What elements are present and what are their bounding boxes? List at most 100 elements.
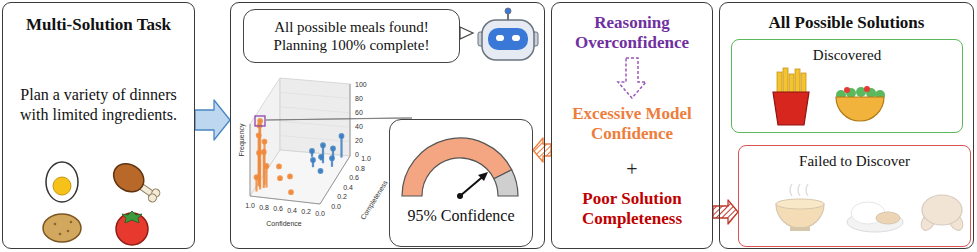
blue-bars-part	[331, 147, 335, 151]
orange-bars-part	[265, 166, 267, 188]
orange-bars-part	[288, 175, 292, 179]
node-text: Failed to Discover	[745, 152, 964, 170]
confidence-gauge-part	[460, 177, 483, 197]
robot-icon-part	[488, 28, 528, 50]
tick-label: 80	[354, 95, 364, 102]
node-text: All Possible Solutions	[726, 13, 967, 33]
taco-icon-part	[864, 86, 870, 92]
axis-label: Confidence	[265, 220, 302, 227]
tick-label: 1.0	[244, 202, 256, 209]
scatter-chart-part	[280, 78, 350, 156]
scatter-chart-part	[250, 124, 251, 196]
scatter-chart-part	[280, 121, 350, 127]
chicken-icon-part	[922, 195, 962, 225]
drumstick-icon-part	[108, 158, 149, 198]
failed-box: Failed to Discover	[738, 145, 971, 247]
model-panel: All possible meals found! Planning 100% …	[230, 2, 545, 249]
flow-arrow	[195, 100, 230, 140]
blue-bars-part	[340, 134, 344, 138]
orange-bars-part	[257, 134, 261, 138]
egg-icon	[46, 162, 78, 202]
speech-bubble: All possible meals found! Planning 100% …	[243, 9, 460, 63]
tick-label: 40	[354, 123, 364, 130]
orange-bars-part	[289, 190, 293, 194]
potato-icon-part	[67, 230, 70, 233]
scatter-chart	[250, 78, 350, 204]
taco-icon	[836, 86, 885, 121]
soup-icon-part	[776, 199, 824, 209]
orange-bars-part	[278, 176, 282, 180]
node-text: +	[558, 157, 706, 181]
robot-icon-part	[512, 35, 520, 41]
dashed-arrow	[618, 58, 646, 98]
blue-bars-part	[319, 169, 323, 173]
node-text: Plan a variety of dinners with limited i…	[13, 85, 184, 123]
tomato-icon	[116, 211, 148, 245]
gauge-pointer	[266, 118, 412, 120]
node-text: Poor Solution Completeness	[558, 189, 706, 230]
scatter-chart-part	[350, 84, 351, 156]
task-panel: Multi-Solution TaskPlan a variety of din…	[2, 2, 195, 249]
potato-icon	[43, 214, 81, 242]
robot-icon-part	[496, 35, 504, 41]
chicken-icon	[918, 195, 965, 233]
tick-label: 0.6	[348, 174, 360, 181]
blue-bars-part	[321, 143, 325, 147]
rice-plate-icon	[847, 202, 903, 232]
cause-arrow	[533, 138, 551, 162]
blue-bars-part	[310, 149, 314, 153]
node-text: Discovered	[738, 46, 956, 64]
drumstick-icon	[108, 158, 165, 209]
orange-bars-part	[258, 119, 262, 123]
tick-label: 20	[354, 137, 364, 144]
blue-bars-part	[340, 136, 342, 158]
robot-icon-part	[482, 20, 534, 60]
axis-label: Completeness	[359, 178, 390, 221]
scatter-chart-part	[280, 92, 350, 98]
rice-plate-icon-part	[876, 212, 900, 224]
soup-icon-part	[790, 184, 808, 196]
tick-label: 0.0	[314, 210, 326, 217]
confidence-gauge-part	[494, 170, 518, 196]
node-text: 95% Confidence	[394, 206, 528, 225]
egg-icon-part	[46, 162, 78, 202]
orange-bars-part	[258, 135, 260, 185]
scatter-chart-part	[280, 107, 350, 113]
confidence-gauge-part	[457, 193, 463, 199]
fries-icon-part	[773, 92, 809, 125]
robot-icon-part	[505, 8, 511, 14]
gauge-box: 95% Confidence	[389, 119, 533, 247]
confidence-gauge	[402, 138, 518, 199]
orange-bars	[255, 119, 293, 194]
egg-icon-part	[53, 177, 71, 195]
blue-bars-part	[319, 155, 323, 159]
orange-bars-part	[262, 150, 266, 154]
tick-label: 0.4	[342, 183, 354, 190]
bubble-tail	[460, 27, 473, 39]
fries-icon	[773, 68, 809, 125]
soup-icon-part	[790, 227, 810, 231]
potato-icon-part	[43, 214, 81, 242]
missed-meals	[776, 184, 966, 233]
potato-icon-part	[54, 223, 57, 226]
tick-label: 0.2	[300, 208, 312, 215]
tick-label: 1.0	[360, 155, 372, 162]
scatter-chart-part	[320, 156, 350, 204]
blue-bars-part	[330, 156, 334, 160]
tick-label: 0.6	[272, 205, 284, 212]
blue-bars-part	[311, 158, 315, 162]
tick-label: 0.0	[330, 203, 342, 210]
potato-icon-part	[70, 221, 73, 224]
orange-bars-part	[263, 152, 265, 188]
taco-icon-part	[844, 87, 850, 93]
tick-label: 0.2	[336, 193, 348, 200]
discovered-box: Discovered	[731, 39, 963, 133]
orange-bars-part	[263, 140, 267, 144]
blue-bars	[310, 134, 343, 173]
scatter-chart-part	[255, 116, 265, 126]
confidence-gauge-part	[478, 172, 488, 181]
tick-label: 100	[354, 81, 368, 88]
solutions-panel: All Possible SolutionsDiscoveredFailed t…	[719, 2, 974, 249]
tick-label: 0.8	[354, 164, 366, 171]
confidence-gauge-part	[402, 138, 512, 196]
